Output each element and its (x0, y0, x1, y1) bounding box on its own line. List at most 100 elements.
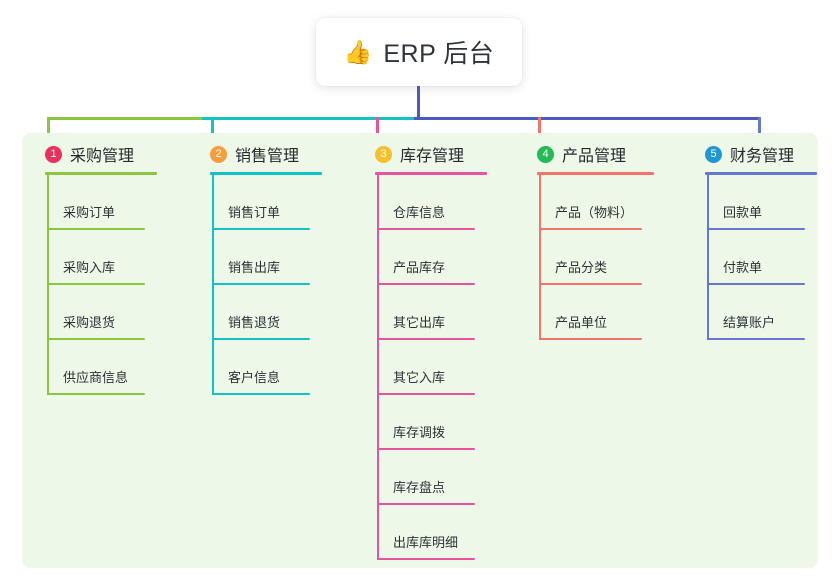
branch-number-badge: 4 (537, 145, 554, 163)
branch-item-underline (212, 338, 310, 340)
branch-item-underline (212, 393, 310, 395)
branch-item-underline (707, 228, 805, 230)
branch-item-underline (47, 338, 145, 340)
branch-item-label: 销售出库 (228, 260, 281, 275)
branch-header-1[interactable]: 1 采购管理 (35, 142, 185, 166)
branch-item[interactable]: 其它入库 (365, 340, 515, 395)
branch-underline (537, 172, 654, 175)
branch-item[interactable]: 结算账户 (695, 285, 839, 340)
root-stem-line (417, 86, 420, 120)
branch-item-label: 仓库信息 (393, 205, 446, 220)
branch-item[interactable]: 销售订单 (200, 175, 350, 230)
branch-number-badge: 2 (210, 145, 227, 163)
branch-item-label: 客户信息 (228, 370, 281, 385)
branch-item-underline (377, 448, 475, 450)
branch-number-badge: 5 (705, 145, 722, 163)
branch-item-label: 回款单 (723, 205, 763, 220)
branch-item-underline (539, 338, 642, 340)
branch-drop-line-1 (47, 117, 50, 143)
branch-drop-line-2 (211, 117, 214, 143)
branch-item[interactable]: 出库库明细 (365, 505, 515, 560)
branch-spine (539, 175, 541, 340)
branch-drop-line-3 (376, 117, 379, 143)
branch-item-label: 销售订单 (228, 205, 281, 220)
bus-segment-1 (47, 117, 202, 120)
branch-item[interactable]: 产品（物料） (527, 175, 682, 230)
branch-item-label: 库存盘点 (393, 480, 446, 495)
branch-item[interactable]: 库存调拨 (365, 395, 515, 450)
branch-item-label: 产品（物料） (555, 205, 634, 220)
branch-item-underline (47, 393, 145, 395)
branch-column-1: 1 采购管理采购订单采购入库采购退货供应商信息 (35, 142, 185, 395)
branch-item[interactable]: 客户信息 (200, 340, 350, 395)
branch-spine (47, 175, 49, 395)
branch-item-list: 销售订单销售出库销售退货客户信息 (200, 175, 350, 395)
branch-item-underline (377, 503, 475, 505)
branch-underline (45, 172, 157, 175)
branch-item[interactable]: 采购退货 (35, 285, 185, 340)
branch-title: 采购管理 (70, 148, 135, 165)
root-node-card[interactable]: 👍 ERP 后台 (316, 18, 522, 86)
branch-item-underline (377, 393, 475, 395)
branch-item-underline (47, 283, 145, 285)
branch-item[interactable]: 产品单位 (527, 285, 682, 340)
branch-item-list: 采购订单采购入库采购退货供应商信息 (35, 175, 185, 395)
branch-item-list: 产品（物料） 产品分类产品单位 (527, 175, 682, 340)
branch-underline (375, 172, 487, 175)
branches-panel (22, 133, 818, 568)
branch-item-list: 回款单付款单结算账户 (695, 175, 839, 340)
branch-item[interactable]: 采购订单 (35, 175, 185, 230)
branch-underline (210, 172, 322, 175)
branch-item[interactable]: 库存盘点 (365, 450, 515, 505)
branch-item[interactable]: 产品分类 (527, 230, 682, 285)
branch-spine (377, 175, 379, 560)
branch-item-underline (377, 283, 475, 285)
branch-item-label: 产品库存 (393, 260, 446, 275)
branch-column-3: 3 库存管理仓库信息产品库存其它出库其它入库库存调拨库存盘点出库库明细 (365, 142, 515, 560)
branch-title: 销售管理 (235, 148, 300, 165)
branch-item-underline (377, 338, 475, 340)
branch-item[interactable]: 销售出库 (200, 230, 350, 285)
branch-item-label: 销售退货 (228, 315, 281, 330)
branch-item-underline (707, 283, 805, 285)
branch-underline (705, 172, 817, 175)
branch-item-label: 其它入库 (393, 370, 446, 385)
branch-item[interactable]: 其它出库 (365, 285, 515, 340)
branch-item-underline (377, 228, 475, 230)
branch-drop-line-4 (538, 117, 541, 143)
branch-header-2[interactable]: 2 销售管理 (200, 142, 350, 166)
branch-number-badge: 1 (45, 145, 62, 163)
branch-item[interactable]: 销售退货 (200, 285, 350, 340)
branch-item[interactable]: 仓库信息 (365, 175, 515, 230)
branch-item-label: 采购订单 (63, 205, 116, 220)
branch-item-underline (539, 228, 642, 230)
branch-drop-line-5 (758, 117, 761, 143)
branch-title: 库存管理 (400, 148, 465, 165)
branch-item-list: 仓库信息产品库存其它出库其它入库库存调拨库存盘点出库库明细 (365, 175, 515, 560)
branch-item-underline (707, 338, 805, 340)
branch-item[interactable]: 产品库存 (365, 230, 515, 285)
branch-spine (707, 175, 709, 340)
branch-header-3[interactable]: 3 库存管理 (365, 142, 515, 166)
branch-column-5: 5 财务管理回款单付款单结算账户 (695, 142, 839, 340)
branch-item-underline (377, 558, 475, 560)
branch-number-badge: 3 (375, 145, 392, 163)
branch-spine (212, 175, 214, 395)
branch-item-label: 付款单 (723, 260, 763, 275)
branch-item-label: 结算账户 (723, 315, 776, 330)
branch-column-2: 2 销售管理销售订单销售出库销售退货客户信息 (200, 142, 350, 395)
branch-item-underline (212, 228, 310, 230)
branch-header-5[interactable]: 5 财务管理 (695, 142, 839, 166)
branch-item[interactable]: 采购入库 (35, 230, 185, 285)
branch-item-label: 库存调拨 (393, 425, 446, 440)
branch-item[interactable]: 回款单 (695, 175, 839, 230)
branch-item-underline (212, 283, 310, 285)
branch-title: 财务管理 (730, 148, 795, 165)
branch-item-underline (47, 228, 145, 230)
bus-segment-2 (202, 117, 414, 120)
branch-item[interactable]: 供应商信息 (35, 340, 185, 395)
branch-item-label: 供应商信息 (63, 370, 129, 385)
branch-item[interactable]: 付款单 (695, 230, 839, 285)
